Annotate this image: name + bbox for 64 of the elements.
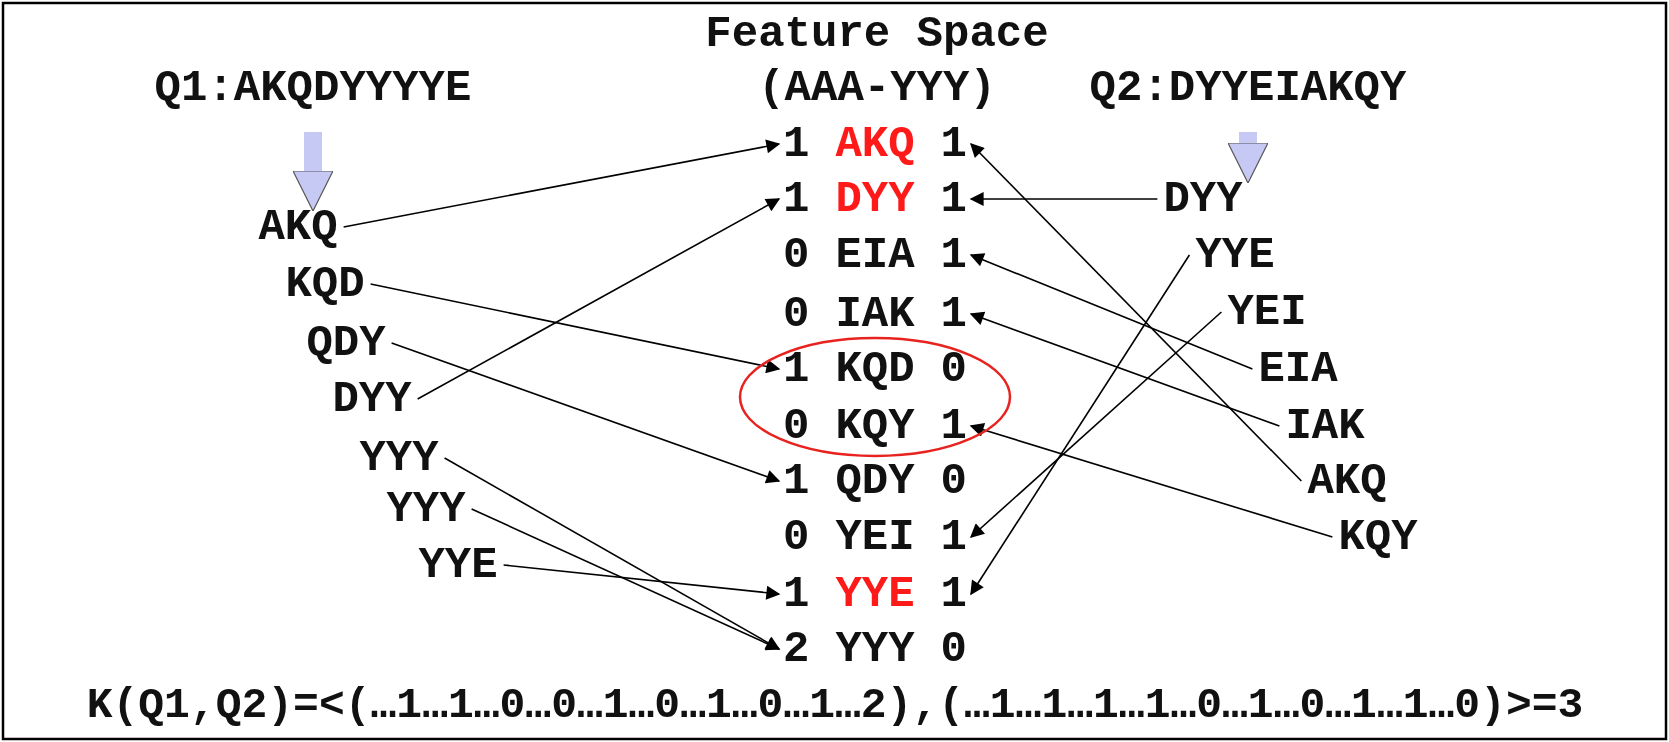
subtitle: (AAA-YYY): [758, 66, 996, 110]
arrow: [369, 283, 781, 374]
arrow: [969, 423, 1334, 538]
arrow: [416, 198, 781, 400]
arrow: [969, 311, 1281, 427]
arrow: [342, 139, 781, 228]
trimer-label: YYY: [835, 627, 915, 671]
sequence-label: Q1:AKQDYYYYE: [154, 66, 472, 110]
count-value: 0: [940, 347, 967, 391]
arrow: [970, 254, 1191, 596]
block-arrow: [1227, 132, 1269, 184]
trimer-label: KQY: [835, 404, 915, 448]
trimer-label: KQY: [1338, 515, 1418, 559]
count-value: 1: [940, 177, 967, 221]
count-value: 1: [940, 233, 967, 277]
trimer-label: KQD: [285, 262, 365, 306]
count-value: 0: [783, 292, 810, 336]
count-value: 1: [940, 515, 967, 559]
arrow: [970, 143, 1303, 482]
count-value: 0: [783, 404, 810, 448]
count-value: 0: [940, 627, 967, 671]
arrow: [502, 564, 781, 600]
count-value: 1: [940, 292, 967, 336]
count-value: 0: [783, 233, 810, 277]
trimer-label: EIA: [835, 233, 915, 277]
trimer-label: QDY: [306, 321, 386, 365]
trimer-label: DYY: [1163, 177, 1243, 221]
count-value: 1: [940, 572, 967, 616]
count-value: 1: [940, 404, 967, 448]
count-value: 1: [783, 572, 810, 616]
trimer-label: AKQ: [258, 205, 338, 249]
kernel-formula: K(Q1,Q2)=<(…1…1…0…0…1…0…1…0…1…2),(…1…1…1…1…0…1…0…1…1…0)>=3: [86, 683, 1584, 727]
trimer-label: KQD: [835, 347, 915, 391]
trimer-label: AKQ: [835, 122, 915, 166]
count-value: 1: [783, 347, 810, 391]
count-value: 1: [783, 122, 810, 166]
trimer-label: YYY: [359, 436, 439, 480]
count-value: 0: [940, 459, 967, 503]
sequence-label: Q2:DYYEIAKQY: [1089, 66, 1407, 110]
trimer-label: YEI: [1227, 290, 1307, 334]
block-arrow: [292, 132, 334, 212]
count-value: 0: [783, 515, 810, 559]
trimer-label: AKQ: [1307, 459, 1387, 503]
trimer-label: IAK: [1285, 404, 1365, 448]
trimer-label: YYE: [835, 572, 915, 616]
trimer-label: QDY: [835, 459, 915, 503]
arrow: [470, 508, 781, 651]
trimer-label: YYE: [418, 543, 498, 587]
trimer-label: IAK: [835, 292, 915, 336]
trimer-label: EIA: [1258, 347, 1338, 391]
arrow: [390, 342, 781, 484]
arrow: [969, 311, 1223, 538]
trimer-label: DYY: [835, 177, 915, 221]
count-value: 1: [940, 122, 967, 166]
trimer-label: DYY: [332, 377, 412, 421]
arrow: [969, 192, 1159, 206]
trimer-label: YYE: [1195, 233, 1275, 277]
count-value: 1: [783, 459, 810, 503]
count-value: 1: [783, 177, 810, 221]
trimer-label: YYY: [386, 487, 466, 531]
trimer-label: YEI: [835, 515, 915, 559]
count-value: 2: [783, 627, 810, 671]
title: Feature Space: [705, 12, 1049, 56]
arrow: [969, 253, 1254, 370]
